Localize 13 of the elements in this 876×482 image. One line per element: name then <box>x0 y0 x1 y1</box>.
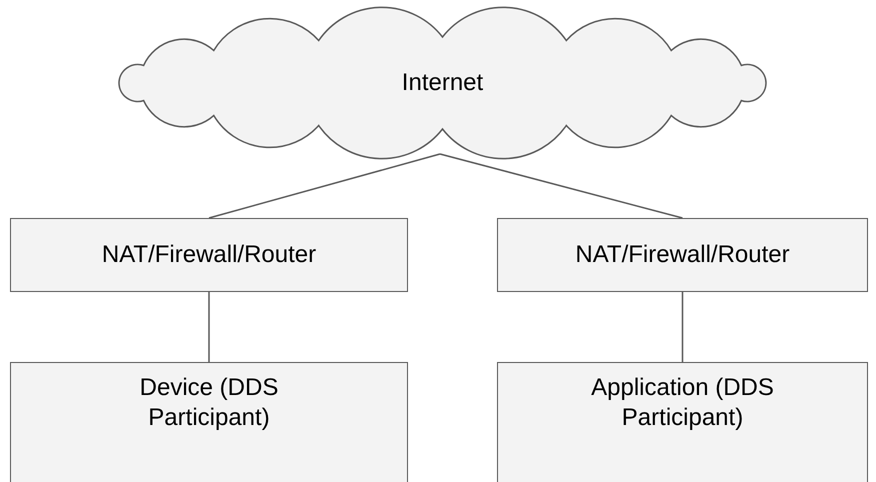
node-label: Internet <box>402 68 484 98</box>
connector-line <box>208 153 440 219</box>
node-label: NAT/Firewall/Router <box>102 240 316 270</box>
connector-line <box>682 292 684 362</box>
connector-line <box>208 292 210 362</box>
connector-line <box>440 153 683 219</box>
node-label: Application (DDS Participant) <box>590 373 775 433</box>
node-label: NAT/Firewall/Router <box>575 240 790 270</box>
device-box <box>497 362 868 482</box>
device-box <box>497 218 868 292</box>
device-box <box>10 362 408 482</box>
device-box <box>10 218 408 292</box>
node-label: Device (DDS Participant) <box>138 373 280 433</box>
